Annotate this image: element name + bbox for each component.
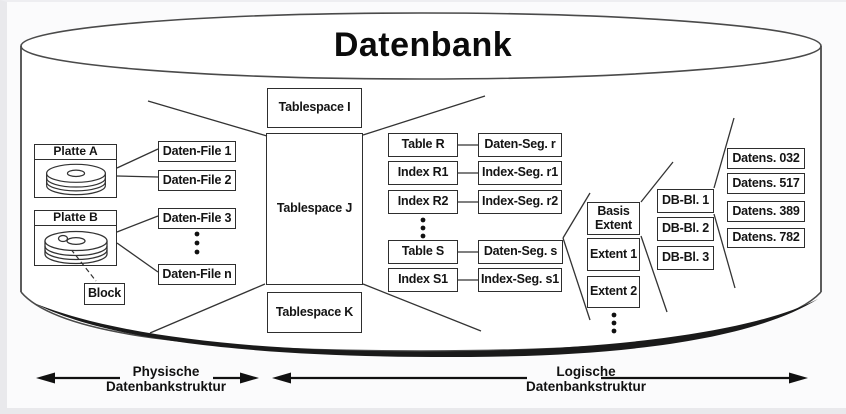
expansion-lines (147, 95, 736, 334)
disk-b-label: Platte B (35, 211, 116, 226)
box-extent-1: Extent 1 (587, 238, 640, 271)
disk-a-label: Platte A (35, 145, 116, 160)
box-daten-seg-r: Daten-Seg. r (478, 133, 562, 157)
box-db-bl-3: DB-Bl. 3 (657, 246, 714, 270)
physical-structure-line2: Datenbankstruktur (105, 379, 227, 394)
box-db-bl-2: DB-Bl. 2 (657, 217, 714, 241)
box-table-s: Table S (388, 240, 458, 264)
logical-axis-arrow (272, 372, 808, 384)
diagram-title: Datenbank (333, 26, 513, 64)
physical-axis-arrow (36, 372, 259, 384)
box-daten-file-1: Daten-File 1 (158, 141, 236, 162)
box-index-seg-r2: Index-Seg. r2 (478, 190, 562, 214)
box-db-bl-1: DB-Bl. 1 (657, 189, 714, 213)
box-index-r1: Index R1 (388, 161, 458, 185)
physical-structure-label: Physische Datenbankstruktur (88, 364, 244, 394)
box-datens-517: Datens. 517 (727, 173, 805, 194)
disk-icon (35, 160, 116, 197)
box-extent-2: Extent 2 (587, 276, 640, 308)
disk-a-box: Platte A (34, 144, 117, 198)
box-tablespace-k: Tablespace K (267, 292, 362, 333)
file-connectors (116, 148, 159, 273)
box-datens-782: Datens. 782 (727, 228, 805, 248)
box-daten-file-2: Daten-File 2 (158, 170, 236, 191)
segment-connectors (458, 144, 478, 281)
physical-structure-line1: Physische (132, 364, 200, 379)
box-basis-extent: Basis Extent (587, 202, 640, 235)
logical-structure-line2: Datenbankstruktur (525, 379, 647, 394)
box-index-seg-s1: Index-Seg. s1 (478, 268, 562, 292)
box-daten-file-n: Daten-File n (158, 264, 236, 285)
box-index-seg-r1: Index-Seg. r1 (478, 161, 562, 185)
box-datens-389: Datens. 389 (727, 201, 805, 222)
ellipsis-dots (194, 217, 617, 334)
box-daten-file-3: Daten-File 3 (158, 208, 236, 229)
logical-structure-line1: Logische (556, 364, 616, 379)
box-datens-032: Datens. 032 (727, 148, 805, 169)
box-block: Block (84, 283, 125, 305)
block-marker (57, 234, 68, 242)
box-tablespace-i: Tablespace I (267, 88, 362, 128)
disk-b-box: Platte B (34, 210, 117, 266)
box-tablespace-j: Tablespace J (266, 133, 363, 285)
box-table-r: Table R (388, 133, 458, 157)
logical-structure-label: Logische Datenbankstruktur (508, 364, 664, 394)
box-index-s1: Index S1 (388, 268, 458, 292)
box-index-r2: Index R2 (388, 190, 458, 214)
box-daten-seg-s: Daten-Seg. s (478, 240, 563, 264)
disk-icon-with-block (35, 226, 116, 265)
